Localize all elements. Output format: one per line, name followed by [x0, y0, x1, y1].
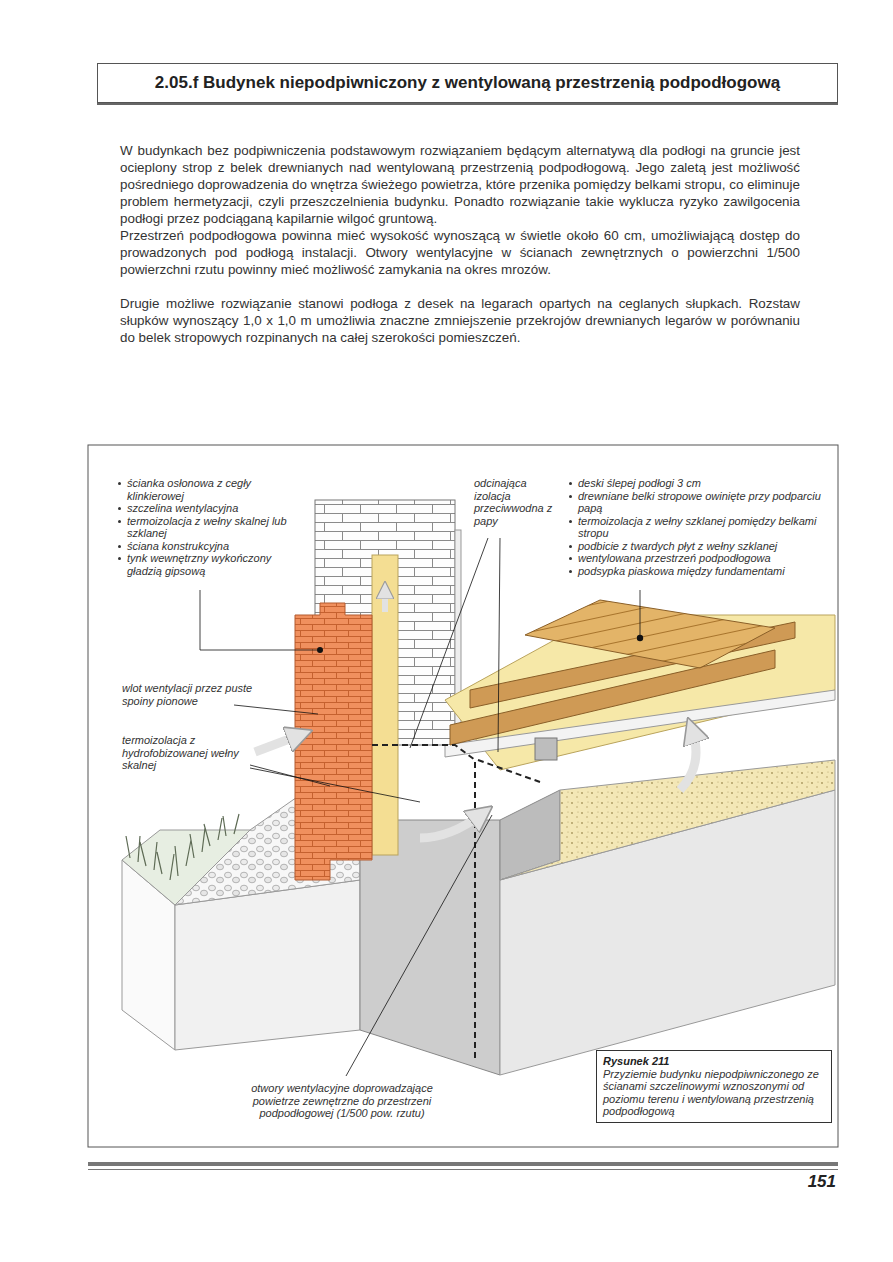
- leader-line: [637, 635, 643, 641]
- list-item: podbicie z twardych płyt z wełny szklane…: [568, 540, 836, 553]
- figure-caption: Przyziemie budynku niepodpiwniczonego ze…: [603, 1068, 825, 1118]
- callout-label: szczelina wentylacyjna: [127, 502, 295, 515]
- bullet: [569, 482, 572, 485]
- title-box: 2.05.f Budynek niepodpiwniczony z wentyl…: [97, 63, 838, 103]
- list-item: ściana konstrukcyjna: [117, 540, 295, 553]
- bullet: [118, 545, 121, 548]
- list-item: wentylowana przestrzeń podpodłogowa: [568, 552, 836, 565]
- floor: [525, 600, 775, 668]
- leader-line: [234, 705, 318, 714]
- text-group: ścianka osłonowa z cegły klinkierowejszc…: [117, 477, 295, 577]
- bullet: [569, 545, 572, 548]
- bullet: [569, 557, 572, 560]
- insulation-line: [372, 745, 540, 1060]
- body-paragraph: Przestrzeń podpodłogowa powinna mieć wys…: [120, 227, 800, 278]
- list-item: ścianka osłonowa z cegły klinkierowej: [117, 477, 295, 502]
- text-group: odcinająca izolacja przeciwwodna z papy: [474, 477, 556, 527]
- callout-label: podsypka piaskowa między fundamentami: [578, 565, 836, 578]
- callout-label: termoizolacja z hydrofobizowanej wełny s…: [122, 734, 244, 772]
- text-group: W budynkach bez podpiwniczenia podstawow…: [120, 142, 800, 346]
- foundation: [360, 820, 500, 1075]
- body-paragraph: Drugie możliwe rozwiązanie stanowi podło…: [120, 295, 800, 346]
- bullet: [569, 570, 572, 573]
- list-item: tynk wewnętrzny wykończony gładzią gipso…: [117, 552, 295, 577]
- list-item: szczelina wentylacyjna: [117, 502, 295, 515]
- callout-label: termoizolacja z wełny skalnej lub szklan…: [127, 515, 295, 540]
- leader-line: [346, 815, 492, 1076]
- bullet: [569, 495, 572, 498]
- callout-label: otwory wentylacyjne doprowadzające powie…: [232, 1082, 452, 1120]
- wall: [372, 555, 398, 855]
- bullet: [118, 520, 121, 523]
- leader-line: [200, 538, 643, 1076]
- figure-frame: [88, 445, 838, 1147]
- leader-line: [317, 647, 323, 653]
- list-item: termoizolacja z wełny szklanej pomiędzy …: [568, 515, 836, 540]
- callout-label: ścianka osłonowa z cegły klinkierowej: [127, 477, 295, 502]
- air-arrow: [680, 730, 696, 790]
- foundation: [500, 760, 835, 880]
- label-holder: otwory wentylacyjne doprowadzające powie…: [232, 1082, 452, 1120]
- leader-line: [250, 765, 420, 802]
- figure-number: Rysunek 211: [603, 1055, 825, 1068]
- callout-label: odcinająca izolacja przeciwwodna z papy: [474, 477, 556, 527]
- insulation-line: [478, 760, 540, 782]
- page-number: 151: [770, 1172, 836, 1192]
- wall: [295, 500, 461, 880]
- callout-label: podbicie z twardych płyt z wełny szklane…: [578, 540, 836, 553]
- floor: [445, 615, 835, 770]
- callout-label: tynk wewnętrzny wykończony gładzią gipso…: [127, 552, 295, 577]
- callout-label: deski ślepej podłogi 3 cm: [578, 477, 836, 490]
- wall: [295, 603, 372, 880]
- list-item: podsypka piaskowa między fundamentami: [568, 565, 836, 578]
- air-arrow: [255, 590, 696, 838]
- caption-box: Rysunek 211Przyziemie budynku niepodpiwn…: [596, 1050, 832, 1123]
- callout-label: termoizolacja z wełny szklanej pomiędzy …: [578, 515, 836, 540]
- page-rule: [88, 102, 838, 1170]
- callout-label: ściana konstrukcyjna: [127, 540, 295, 553]
- leader-line: [410, 538, 500, 752]
- callout-label: drewniane belki stropowe owinięte przy p…: [578, 490, 836, 515]
- list-item: drewniane belki stropowe owinięte przy p…: [568, 490, 836, 515]
- leader-line: [200, 590, 317, 650]
- callout-label: wentylowana przestrzeń podpodłogowa: [578, 552, 836, 565]
- ground-left: [126, 814, 239, 880]
- air-arrow: [420, 814, 482, 838]
- bullet: [118, 482, 121, 485]
- section-title: 2.05.f Budynek niepodpiwniczony z wentyl…: [155, 73, 780, 93]
- page-rule: [88, 1162, 838, 1166]
- ground-left: [175, 880, 360, 1050]
- insulation-line: [372, 745, 475, 1060]
- bullet: [118, 507, 121, 510]
- list-item: termoizolacja z wełny skalnej lub szklan…: [117, 515, 295, 540]
- bullet: [569, 520, 572, 523]
- page-rule: [88, 1169, 838, 1170]
- bullet: [118, 557, 121, 560]
- body-paragraph: W budynkach bez podpiwniczenia podstawow…: [120, 142, 800, 227]
- leader-line: [640, 590, 641, 635]
- list-item: deski ślepej podłogi 3 cm: [568, 477, 836, 490]
- floor: [535, 738, 557, 760]
- air-arrow: [382, 590, 388, 612]
- label-holder: 151: [770, 1172, 836, 1192]
- text-group: deski ślepej podłogi 3 cmdrewniane belki…: [568, 477, 836, 577]
- air-arrow: [255, 735, 300, 752]
- callout-label: wlot wentylacji przez puste spoiny piono…: [122, 682, 262, 707]
- label-holder: wlot wentylacji przez puste spoiny piono…: [122, 682, 262, 707]
- foundation: [360, 760, 835, 1075]
- label-holder: termoizolacja z hydrofobizowanej wełny s…: [122, 734, 244, 772]
